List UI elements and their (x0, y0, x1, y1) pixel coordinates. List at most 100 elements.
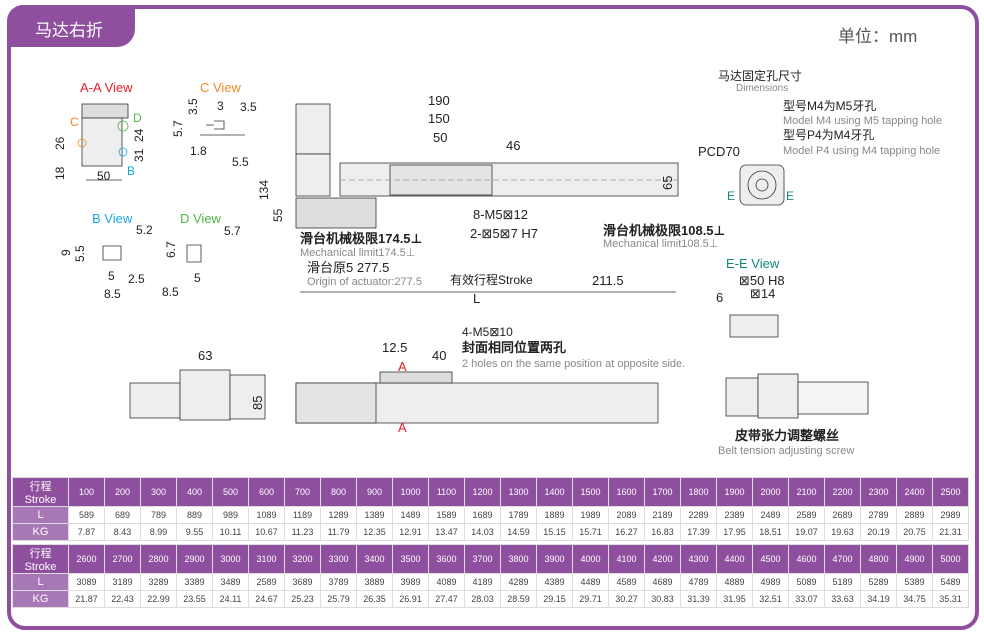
table-cell: 31.39 (680, 590, 717, 608)
dim-L: L (473, 291, 480, 306)
b-view-title: B View (92, 211, 133, 226)
table-cell: 2989 (932, 506, 969, 524)
table-cell: 24.11 (212, 590, 249, 608)
table-cell: 2789 (860, 506, 897, 524)
dim-14: ⊠14 (750, 286, 775, 301)
table-cell: 989 (212, 506, 249, 524)
table-cell: 1889 (536, 506, 573, 524)
dim: 5.5 (73, 245, 87, 262)
table-cell: 4989 (752, 573, 789, 591)
title-tab: 马达右折 (7, 5, 135, 47)
dim-211-5: 211.5 (592, 273, 624, 288)
header-stroke: 行程 Stroke (12, 544, 69, 574)
e-label: E (727, 189, 735, 203)
holes-label: 8-M5⊠12 (473, 207, 528, 222)
table-cell: 800 (320, 477, 357, 507)
table-cell: 2089 (608, 506, 645, 524)
dim: 9 (59, 249, 73, 256)
table-cell: 4089 (428, 573, 465, 591)
table-cell: 4589 (608, 573, 645, 591)
dim-150: 150 (428, 111, 450, 126)
table-cell: 26.35 (356, 590, 393, 608)
end-holes-label: 4-M5⊠10 (462, 325, 513, 339)
dim: 1.8 (190, 144, 207, 158)
table-cell: 2700 (104, 544, 141, 574)
table-cell: 20.19 (860, 523, 897, 541)
table-cell: 4900 (896, 544, 933, 574)
dim-65: 65 (660, 176, 675, 190)
section-a-mark: A (398, 359, 407, 374)
dim: 3.5 (240, 100, 257, 114)
table-cell: 21.87 (68, 590, 105, 608)
dim: 5.7 (171, 120, 185, 137)
table-cell: 4500 (752, 544, 789, 574)
table-cell: 1189 (284, 506, 321, 524)
d-view-title: D View (180, 211, 222, 226)
top-view: 190 150 50 46 65 8-M5⊠12 2-⊠5⊠7 H7 滑台机械极… (295, 93, 725, 306)
table-cell: 3900 (536, 544, 573, 574)
table-cell: 35.31 (932, 590, 969, 608)
table-cell: 14.59 (500, 523, 537, 541)
dim-50-h8: ⊠50 H8 (739, 273, 785, 288)
table-cell: 5089 (788, 573, 825, 591)
dim-46: 46 (506, 138, 520, 153)
frame (7, 5, 979, 630)
table-cell: 8.43 (104, 523, 141, 541)
dim: 18 (53, 166, 67, 180)
table-cell: 31.95 (716, 590, 753, 608)
technical-drawing: A-A View C D B 26 18 50 24 31 C View 3.5… (53, 68, 942, 457)
table-cell: 3889 (356, 573, 393, 591)
motor-title-cn: 马达固定孔尺寸 (718, 68, 802, 83)
table-cell: 1289 (320, 506, 357, 524)
e-label: E (786, 189, 794, 203)
table-cell: 1000 (392, 477, 429, 507)
table-cell: 3800 (500, 544, 537, 574)
table-cell: 2600 (68, 544, 105, 574)
aa-d-label: D (133, 111, 142, 125)
table-cell: 3089 (68, 573, 105, 591)
table-cell: 4389 (536, 573, 573, 591)
table-cell: 3389 (176, 573, 213, 591)
table-cell: 1089 (248, 506, 285, 524)
dim-85: 85 (250, 396, 265, 410)
table-cell: 4700 (824, 544, 861, 574)
table-cell: 3400 (356, 544, 393, 574)
table-cell: 33.07 (788, 590, 825, 608)
table-cell: 19.07 (788, 523, 825, 541)
table-cell: 2689 (824, 506, 861, 524)
table-cell: 3189 (104, 573, 141, 591)
dim-50: 50 (433, 130, 447, 145)
table-cell: 2489 (752, 506, 789, 524)
table-cell: 12.35 (356, 523, 393, 541)
table-cell: 1789 (500, 506, 537, 524)
table-cell: 13.47 (428, 523, 465, 541)
stroke-label: 有效行程Stroke (450, 272, 533, 287)
table-cell: 1489 (392, 506, 429, 524)
table-cell: 500 (212, 477, 249, 507)
table-cell: 1900 (716, 477, 753, 507)
table-cell: 5489 (932, 573, 969, 591)
table-cell: 2589 (788, 506, 825, 524)
header-stroke: 行程 Stroke (12, 477, 69, 507)
dim: 31 (132, 148, 146, 162)
table-cell: 3689 (284, 573, 321, 591)
table-cell: 22.43 (104, 590, 141, 608)
table-cell: 21.31 (932, 523, 969, 541)
table-cell: 17.95 (716, 523, 753, 541)
table-cell: 3300 (320, 544, 357, 574)
table-cell: 2900 (176, 544, 213, 574)
table-cell: 2189 (644, 506, 681, 524)
table-cell: 4489 (572, 573, 609, 591)
ee-view-title: E-E View (726, 256, 780, 271)
table-cell: 589 (68, 506, 105, 524)
table-cell: 4789 (680, 573, 717, 591)
table-cell: 2500 (932, 477, 969, 507)
aa-c-label: C (70, 115, 79, 129)
dim: 50 (97, 169, 111, 183)
belt-screw-en: Belt tension adjusting screw (718, 445, 854, 457)
p4-cn: 型号P4为M4牙孔 (783, 128, 874, 142)
ee-view: E-E View ⊠50 H8 ⊠14 6 (716, 256, 785, 338)
table-cell: 16.27 (608, 523, 645, 541)
table-cell: 4400 (716, 544, 753, 574)
table-cell: 20.75 (896, 523, 933, 541)
